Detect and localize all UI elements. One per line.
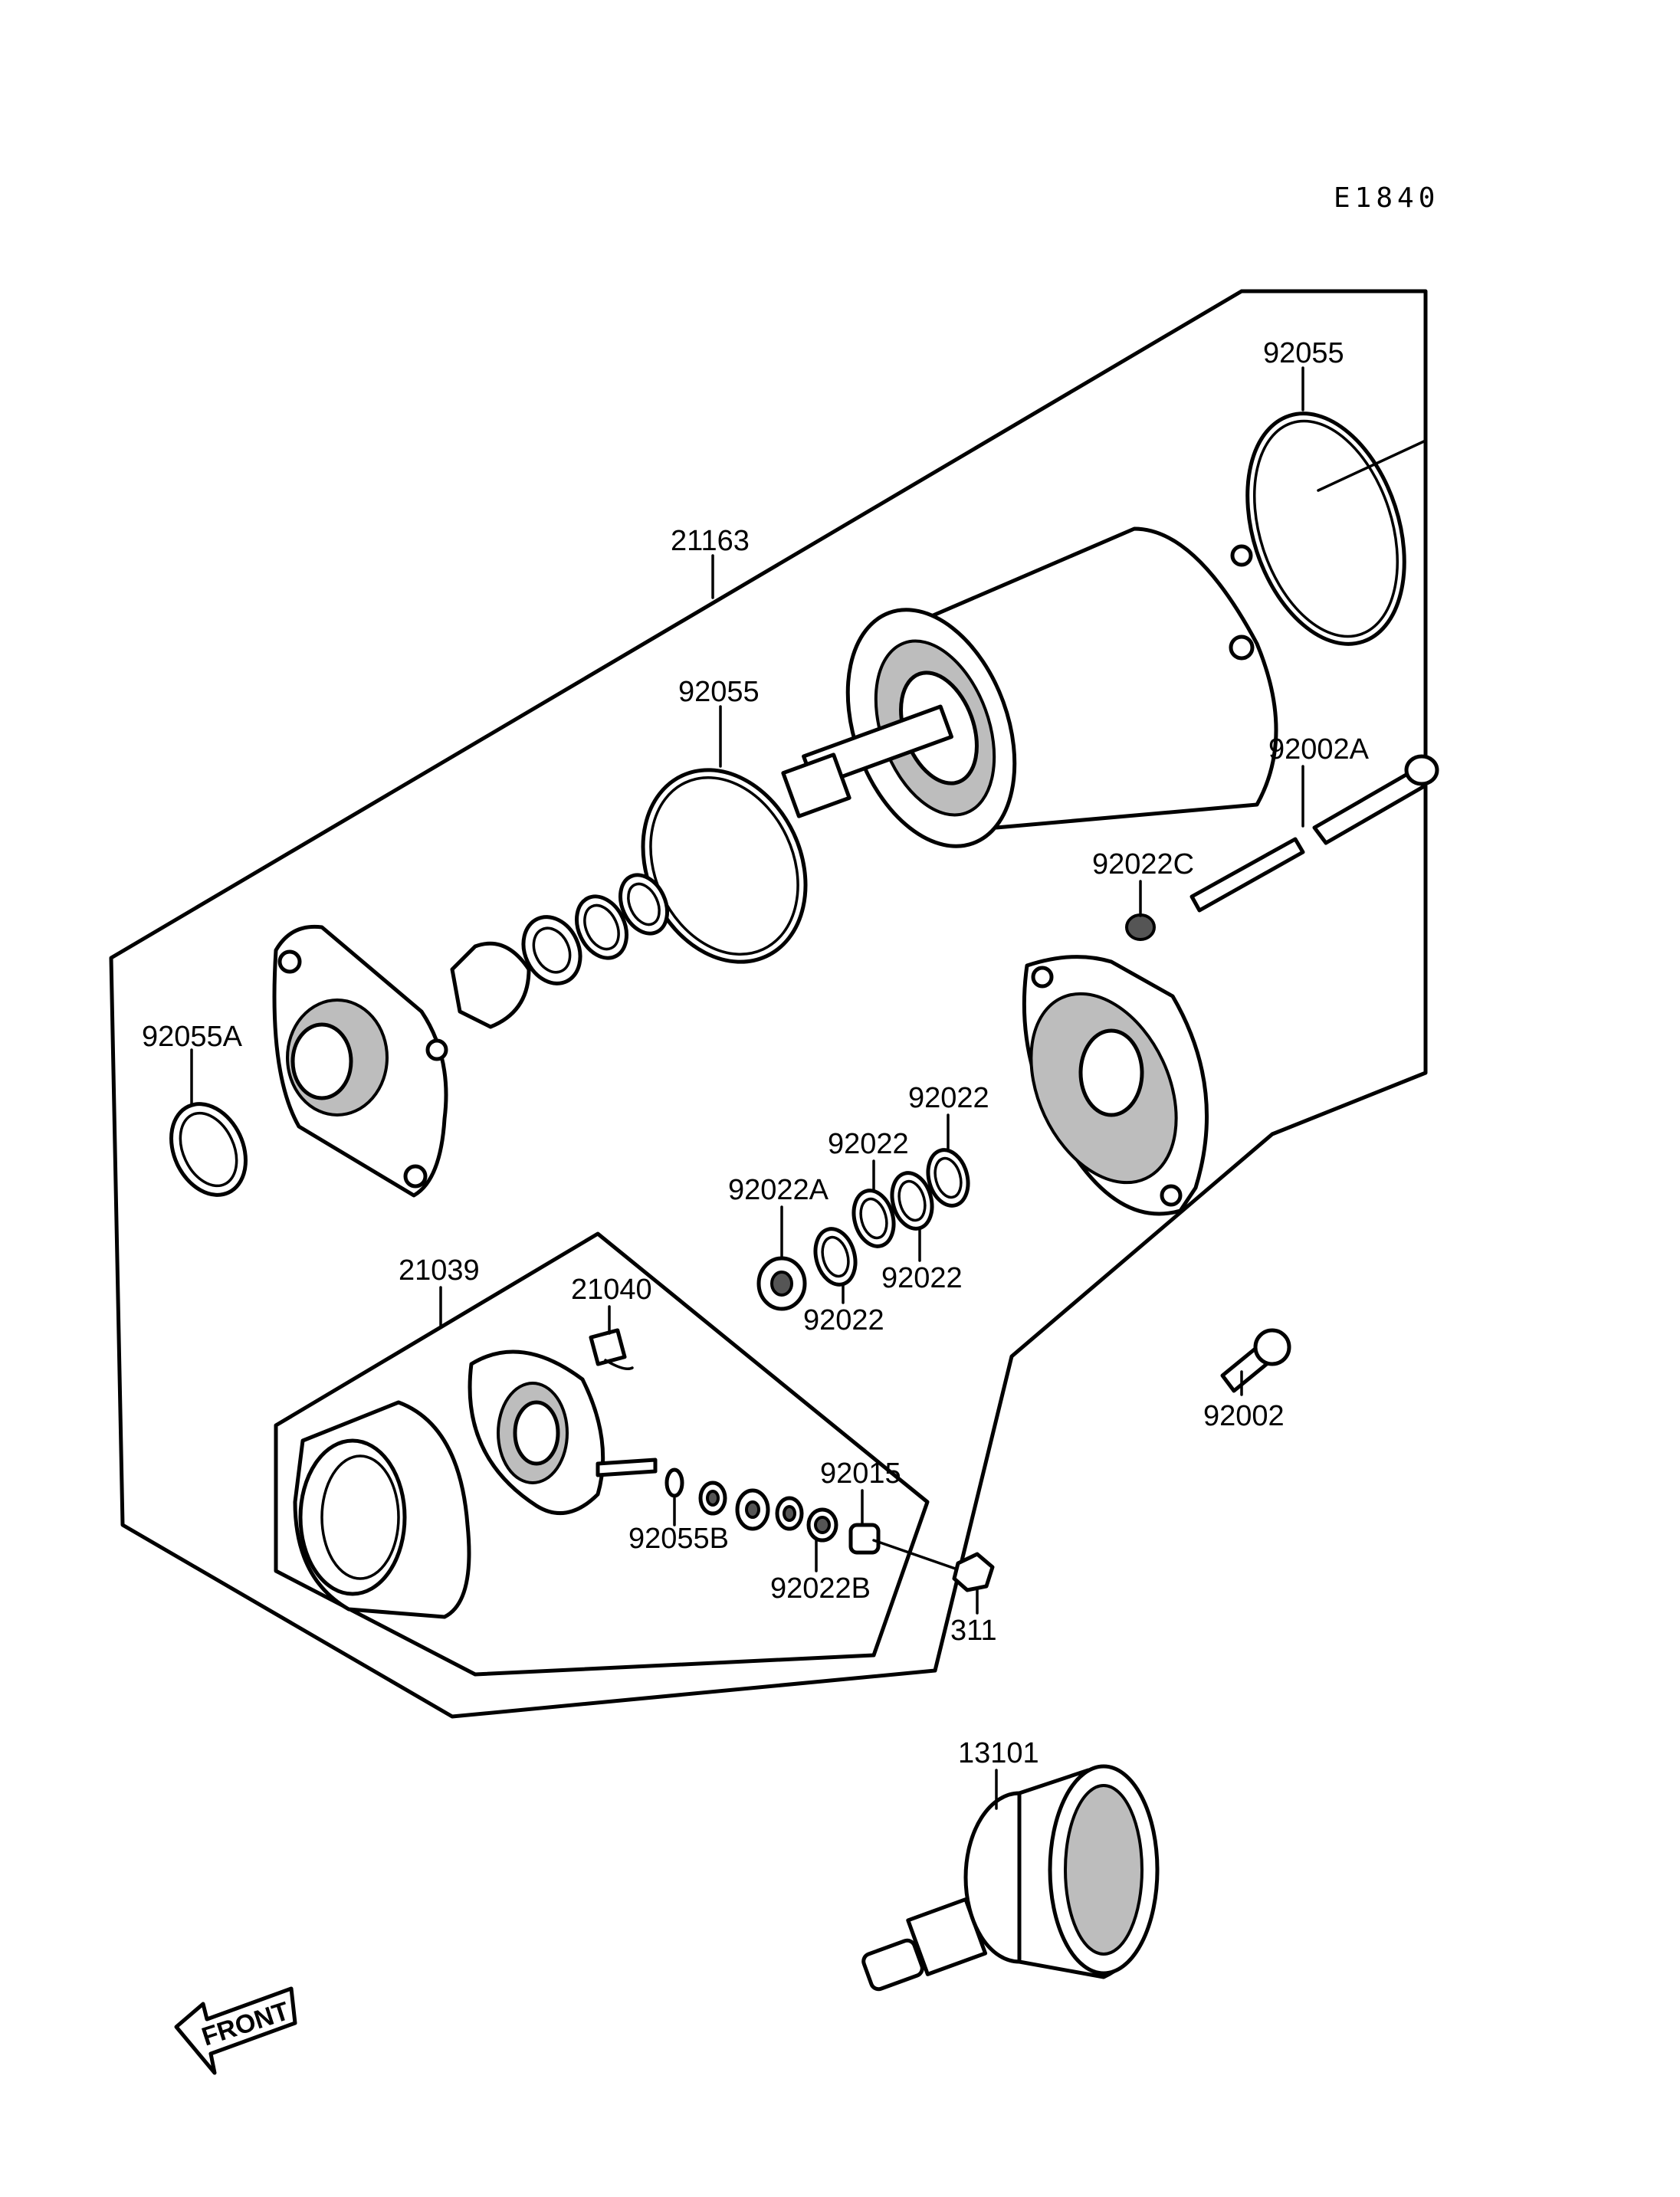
starter-motor-body [781, 526, 1278, 848]
label-311: 311 [950, 1615, 997, 1647]
o-ring-top [1245, 412, 1406, 646]
front-cover [272, 924, 448, 1198]
front-arrow: FRONT [174, 1986, 297, 2075]
label-92022-2: 92022 [828, 1128, 909, 1160]
hardware-row [664, 1467, 995, 1592]
label-92022-4: 92022 [803, 1304, 884, 1336]
label-92055b: 92055B [628, 1523, 729, 1555]
yoke-ring [293, 1400, 471, 1619]
rear-cover [1022, 955, 1209, 1216]
assembly-outline [109, 289, 1428, 1719]
label-21039: 21039 [399, 1254, 480, 1287]
leader-lines [190, 366, 1304, 1810]
label-92015: 92015 [820, 1458, 901, 1490]
label-92022-1: 92022 [908, 1082, 989, 1114]
diagram-code: E1840 [1334, 182, 1439, 214]
label-92022-3: 92022 [881, 1262, 963, 1294]
label-92022b: 92022B [770, 1572, 871, 1605]
label-92055-mid: 92055 [678, 676, 760, 708]
label-92022c: 92022C [1092, 848, 1194, 880]
washer-c [1125, 913, 1156, 941]
label-92002a: 92002A [1268, 733, 1370, 766]
starter-clutch [861, 1764, 1160, 1992]
label-13101: 13101 [958, 1737, 1039, 1769]
label-21040: 21040 [571, 1274, 652, 1306]
label-21163: 21163 [671, 525, 750, 557]
front-washers [450, 873, 669, 1029]
label-92002: 92002 [1203, 1400, 1285, 1432]
bolt [1220, 1328, 1291, 1393]
brush-holder-plate [468, 1349, 658, 1516]
o-ring-a [169, 1102, 248, 1197]
label-92022a: 92022A [728, 1174, 829, 1206]
brush-holder-outline [274, 1231, 930, 1677]
label-92055-top: 92055 [1263, 337, 1344, 369]
brush [589, 1328, 634, 1370]
label-92055a: 92055A [142, 1021, 243, 1053]
shims [756, 1148, 970, 1311]
through-bolt [1189, 754, 1439, 913]
